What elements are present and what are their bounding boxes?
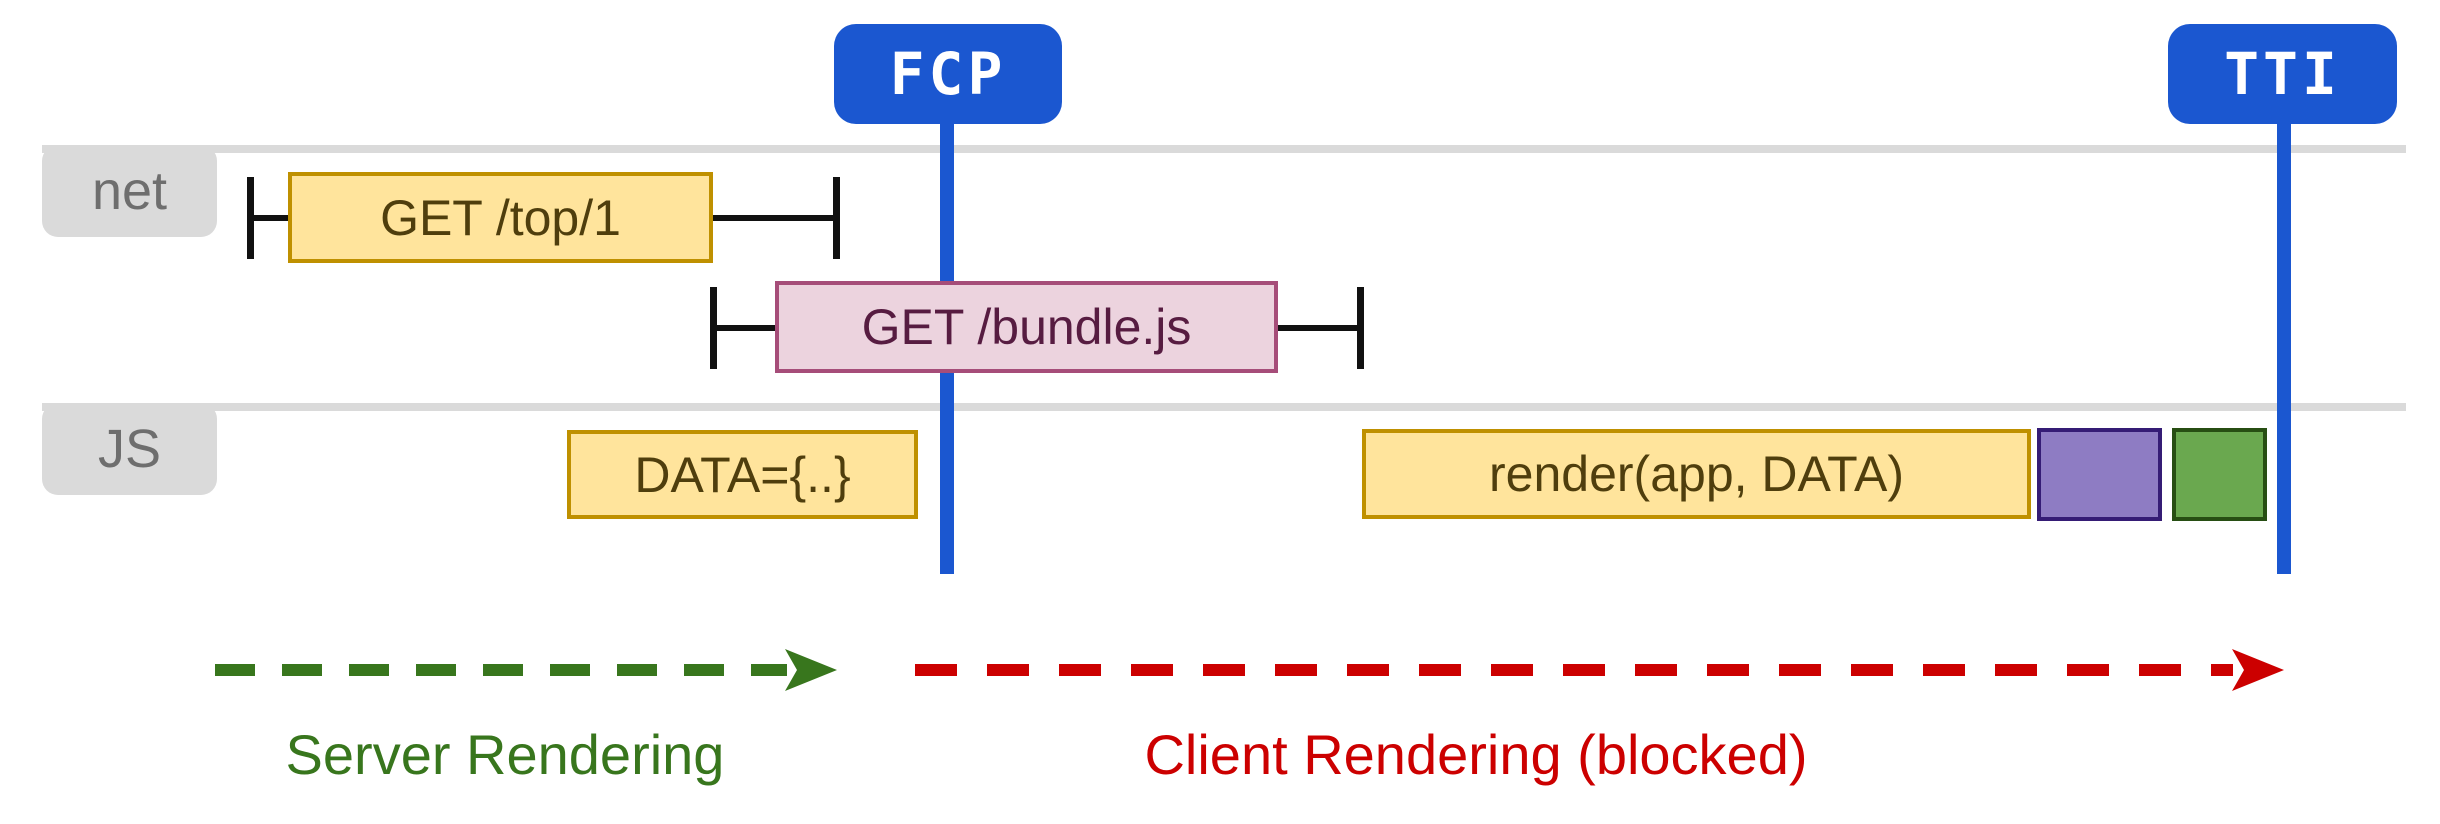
- top-request-bar: GET /top/1: [288, 172, 713, 263]
- client-rendering-label-text: Client Rendering (blocked): [1144, 722, 1808, 786]
- server-rendering-label: Server Rendering: [205, 714, 805, 794]
- bundle-request-bar: GET /bundle.js: [775, 281, 1278, 373]
- render-task-bar-label: render(app, DATA): [1489, 446, 1904, 502]
- top-request-end-connector: [713, 215, 833, 221]
- top-request-bar-label: GET /top/1: [380, 189, 621, 246]
- green-task-box: [2172, 428, 2267, 521]
- render-task-bar: render(app, DATA): [1362, 429, 2031, 519]
- data-task-bar: DATA={..}: [567, 430, 918, 519]
- top-request-start-tick: [247, 177, 254, 259]
- js-lane-label: JS: [42, 403, 217, 495]
- net-lane-label: net: [42, 145, 217, 237]
- purple-task-box: [2037, 428, 2162, 521]
- bundle-request-bar-label: GET /bundle.js: [861, 299, 1192, 355]
- server-rendering-label-text: Server Rendering: [285, 722, 725, 786]
- tti-badge-label: TTI: [2224, 40, 2341, 108]
- fcp-badge: FCP: [834, 24, 1062, 124]
- fcp-badge-label: FCP: [889, 40, 1007, 108]
- bundle-request-end-connector: [1278, 325, 1357, 331]
- bundle-request-start-connector: [717, 325, 775, 331]
- net-lane-line: [42, 145, 2406, 153]
- server-rendering-arrow: [215, 649, 837, 691]
- js-lane-label-text: JS: [97, 419, 162, 479]
- top-request-end-tick: [833, 177, 840, 259]
- js-lane-line: [42, 403, 2406, 411]
- bundle-request-end-tick: [1357, 287, 1364, 369]
- net-lane-label-text: net: [91, 161, 168, 221]
- data-task-bar-label: DATA={..}: [634, 446, 851, 503]
- bundle-request-start-tick: [710, 287, 717, 369]
- client-rendering-arrow: [915, 649, 2284, 691]
- client-rendering-label: Client Rendering (blocked): [1026, 714, 1926, 794]
- tti-marker-line: [2277, 124, 2291, 574]
- top-request-start-connector: [254, 215, 288, 221]
- tti-badge: TTI: [2168, 24, 2397, 124]
